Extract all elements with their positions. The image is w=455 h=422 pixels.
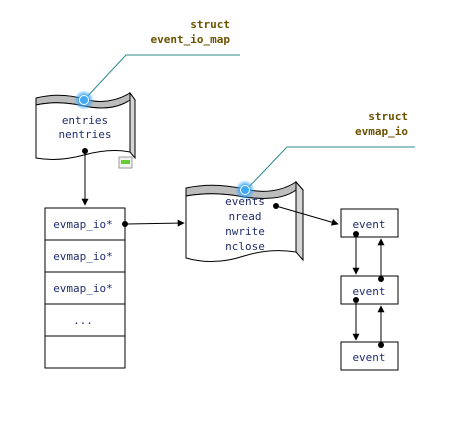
array-cell-label-1: evmap_io*	[53, 250, 113, 263]
evmap-io-array	[44, 207, 126, 369]
array-cell-label-0: evmap_io*	[53, 218, 113, 231]
event-label-1: event	[352, 285, 385, 298]
event-box	[340, 275, 399, 305]
event-box	[340, 341, 399, 371]
evmap-io-callout-line	[245, 146, 415, 191]
evmap-io-field-nclose: nclose	[225, 240, 265, 253]
array-to-evmap-io-arrow	[124, 219, 185, 227]
event-label-0: event	[352, 218, 385, 231]
evmap-io-field-nread: nread	[228, 210, 261, 223]
event-io-map-callout-line	[83, 54, 240, 101]
event-io-map-field-nentries: nentries	[59, 128, 112, 141]
event-io-map-title-line2: event_io_map	[151, 33, 231, 46]
array-cell	[44, 335, 126, 369]
evmap-io-dot-icon	[240, 185, 250, 195]
array-cell-label-2: evmap_io*	[53, 282, 113, 295]
event-io-map-title-line1: struct	[190, 18, 230, 31]
event-box	[340, 208, 399, 238]
evmap-io-title-line1: struct	[368, 110, 408, 123]
events-to-event-arrow	[275, 205, 339, 226]
event-io-map-field-entries: entries	[62, 114, 108, 127]
evmap-io-title-line2: evmap_io	[355, 125, 408, 138]
event-label-2: event	[352, 351, 385, 364]
evmap-io-field-events: events	[225, 195, 265, 208]
event-io-map-dot-icon	[79, 95, 89, 105]
evmap-io-field-nwrite: nwrite	[225, 225, 265, 238]
green-badge-icon	[118, 156, 133, 169]
array-cell-label-3: ...	[73, 314, 93, 327]
